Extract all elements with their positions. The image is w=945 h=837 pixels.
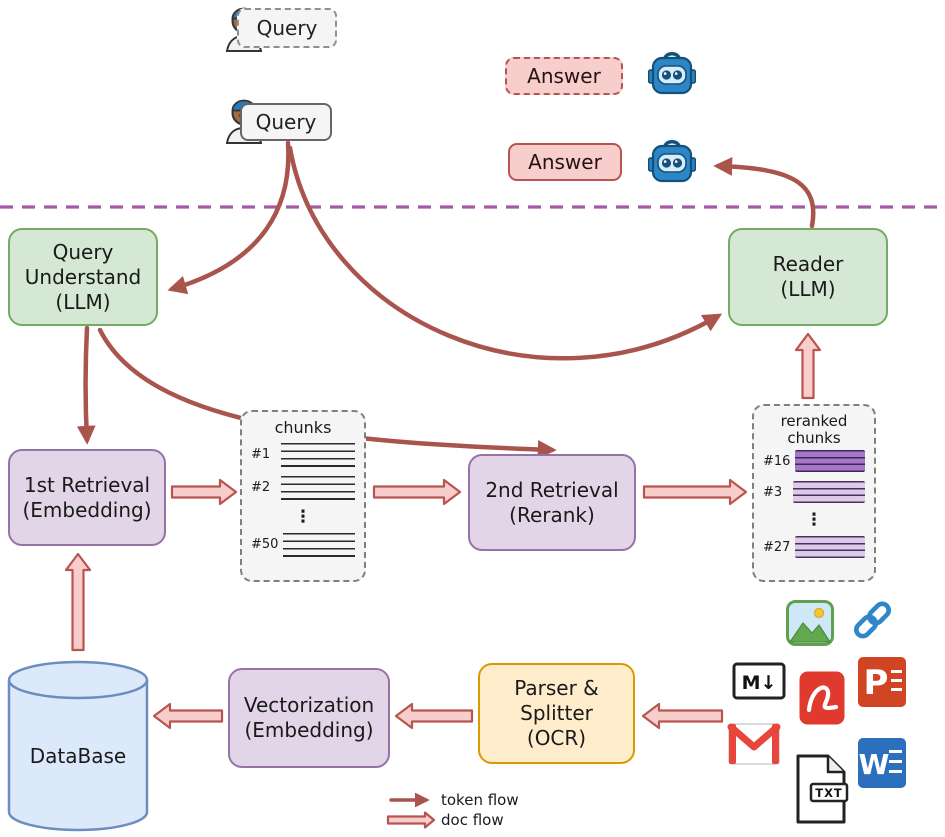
chunk-id: #16 bbox=[763, 453, 791, 469]
chunk-row: #2 bbox=[242, 475, 364, 500]
link-icon bbox=[852, 597, 894, 647]
doc-arrow-chunks-to-second-retrieval bbox=[372, 478, 462, 506]
word-file-icon: W bbox=[856, 736, 908, 794]
word-icon-glyph: W bbox=[859, 748, 890, 781]
arrow-query-to-reader bbox=[287, 145, 723, 361]
query-box-draft: Query bbox=[237, 8, 337, 48]
arrow-query-to-query-understand bbox=[167, 140, 291, 295]
reranked-title-line-2: chunks bbox=[787, 428, 841, 447]
vectorization-label-2: (Embedding) bbox=[244, 718, 374, 742]
reader-node: Reader (LLM) bbox=[728, 228, 888, 326]
reader-label-2: (LLM) bbox=[780, 277, 836, 301]
reranked-chunk-row: #16 bbox=[754, 450, 874, 472]
legend-token-flow-label: token flow bbox=[441, 791, 519, 809]
answer-box-final: Answer bbox=[508, 143, 622, 181]
doc-arrow-vectorization-to-database bbox=[152, 702, 224, 730]
chunk-text-lines bbox=[283, 532, 355, 557]
query-understand-node: Query Understand (LLM) bbox=[8, 228, 158, 326]
chunk-id: #2 bbox=[251, 480, 271, 496]
reranked-title-line-1: reranked bbox=[780, 412, 848, 430]
legend-doc-flow-label: doc flow bbox=[441, 811, 504, 829]
chunk-id: #50 bbox=[251, 537, 279, 553]
reranked-ellipsis: ⋮ bbox=[805, 510, 823, 530]
image-file-icon bbox=[786, 600, 834, 650]
chunk-id: #3 bbox=[763, 484, 783, 500]
doc-arrow-first-retrieval-to-chunks bbox=[170, 478, 238, 506]
txt-icon-glyph: TXT bbox=[815, 786, 843, 800]
parser-label-3: (OCR) bbox=[526, 726, 587, 750]
robot-icon-draft bbox=[647, 50, 697, 100]
arrow-reader-to-answer bbox=[713, 156, 816, 229]
second-retrieval-node: 2nd Retrieval (Rerank) bbox=[468, 454, 636, 551]
query-box-final: Query bbox=[240, 103, 332, 141]
chunks-panel-title: chunks bbox=[274, 418, 332, 437]
parser-label-1: Parser & bbox=[514, 676, 599, 700]
doc-arrow-reranked-to-reader bbox=[794, 332, 822, 400]
database-label: DataBase bbox=[29, 744, 127, 768]
txt-file-icon: TXT bbox=[792, 753, 850, 829]
answer-box-draft: Answer bbox=[505, 57, 623, 95]
markdown-file-icon: M↓ bbox=[732, 662, 786, 704]
reader-label-1: Reader bbox=[772, 252, 844, 276]
chunk-id: #27 bbox=[763, 539, 791, 555]
first-retrieval-label-2: (Embedding) bbox=[22, 497, 152, 522]
powerpoint-icon-glyph: P bbox=[864, 663, 889, 703]
reranked-chunks-panel: reranked chunks #16 #3 ⋮ #27 bbox=[752, 404, 876, 582]
database-cylinder bbox=[7, 660, 149, 832]
answer-box-draft-label: Answer bbox=[527, 64, 601, 88]
second-retrieval-label-1: 2nd Retrieval bbox=[485, 477, 619, 502]
robot-icon-final bbox=[647, 138, 697, 188]
arrow-query-understand-to-first-retrieval bbox=[76, 325, 96, 445]
reranked-chunk-row: #3 bbox=[754, 481, 874, 503]
gmail-icon bbox=[726, 720, 782, 772]
parser-label-2: Splitter bbox=[520, 701, 593, 725]
chunks-ellipsis: ⋮ bbox=[294, 506, 312, 527]
query-understand-label-3: (LLM) bbox=[55, 289, 111, 314]
reranked-chunk-highlight bbox=[793, 481, 865, 503]
reranked-chunk-highlight bbox=[795, 450, 865, 472]
reranked-panel-title: reranked chunks bbox=[754, 413, 874, 446]
chunk-row: #50 bbox=[242, 532, 364, 557]
legend-doc-flow-arrow bbox=[386, 811, 436, 829]
doc-arrow-parser-to-vectorization bbox=[394, 702, 474, 730]
reranked-chunk-highlight bbox=[795, 536, 865, 558]
chunks-panel: chunks #1 #2 ⋮ #50 bbox=[240, 410, 366, 582]
markdown-icon-glyph: M↓ bbox=[742, 672, 777, 694]
query-box-final-label: Query bbox=[255, 110, 317, 134]
doc-arrow-database-to-first-retrieval bbox=[64, 552, 92, 652]
query-box-draft-label: Query bbox=[256, 16, 318, 40]
answer-box-final-label: Answer bbox=[528, 150, 602, 174]
pdf-file-icon bbox=[798, 670, 846, 730]
chunk-text-lines bbox=[281, 442, 355, 467]
chunk-id: #1 bbox=[251, 447, 271, 463]
doc-arrow-sources-to-parser bbox=[641, 702, 724, 730]
query-understand-label-2: Understand bbox=[24, 264, 142, 289]
first-retrieval-node: 1st Retrieval (Embedding) bbox=[8, 449, 166, 546]
parser-splitter-node: Parser & Splitter (OCR) bbox=[478, 663, 635, 764]
second-retrieval-label-2: (Rerank) bbox=[509, 502, 595, 527]
powerpoint-file-icon: P bbox=[856, 655, 908, 713]
doc-arrow-second-retrieval-to-reranked bbox=[642, 478, 748, 506]
first-retrieval-label-1: 1st Retrieval bbox=[23, 472, 151, 497]
vectorization-node: Vectorization (Embedding) bbox=[228, 668, 390, 768]
query-understand-label-1: Query bbox=[52, 239, 114, 264]
vectorization-label-1: Vectorization bbox=[243, 693, 375, 717]
chunk-row: #1 bbox=[242, 442, 364, 467]
chunk-text-lines bbox=[281, 475, 355, 500]
reranked-chunk-row: #27 bbox=[754, 536, 874, 558]
